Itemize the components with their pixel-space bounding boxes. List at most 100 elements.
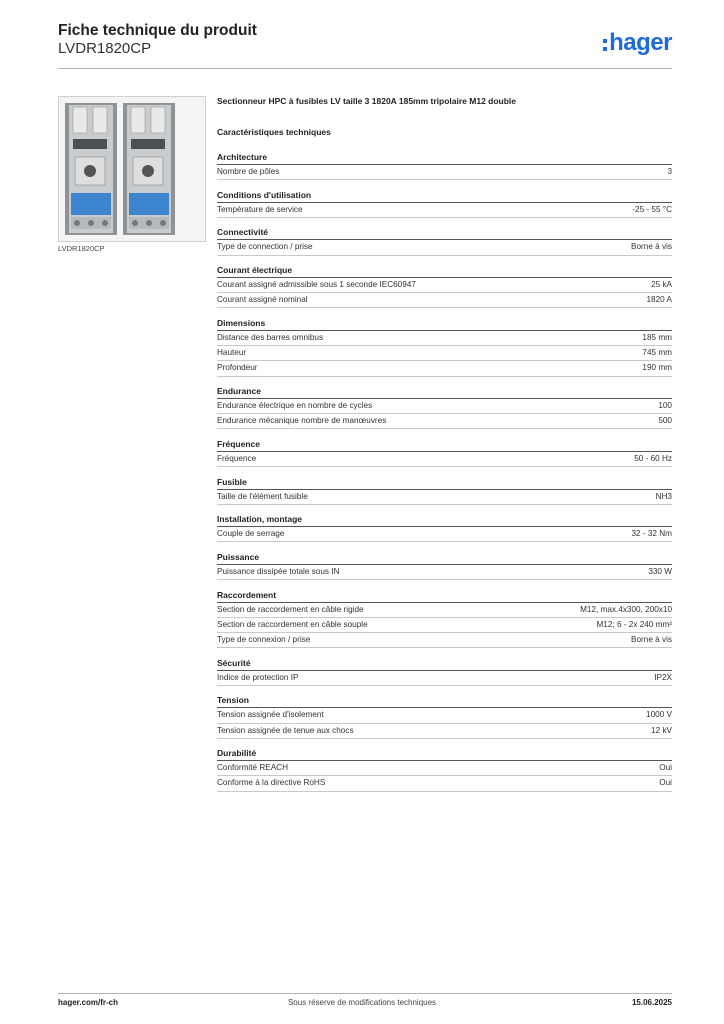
spec-label: Nombre de pôles <box>217 167 280 176</box>
spec-row: Puissance dissipée totale sous IN 330 W <box>217 565 672 581</box>
spec-value: M12; 6 - 2x 240 mm² <box>596 619 672 629</box>
spec-row: Profondeur 190 mm <box>217 361 672 377</box>
spec-row: Section de raccordement en câble rigide M… <box>217 603 672 618</box>
spec-row: Taille de l'élément fusible NH3 <box>217 490 672 505</box>
spec-row: Tension assignée d'isolement 1000 V <box>217 708 672 724</box>
section-title: Durabilité <box>217 747 672 762</box>
spec-value: Borne à vis <box>631 635 672 644</box>
spec-row: Type de connexion / prise Borne à vis <box>217 633 672 649</box>
section-title: Conditions d'utilisation <box>217 189 672 203</box>
spec-row: Type de connection / prise Borne à vis <box>217 240 672 256</box>
spec-value: IP2X <box>654 672 672 682</box>
section-title: Fréquence <box>217 438 672 452</box>
header-divider <box>58 68 672 69</box>
section-title: Sécurité <box>217 657 672 671</box>
spec-label: Température de service <box>217 204 303 214</box>
spec-value: 1000 V <box>646 710 672 720</box>
spec-label: Couple de serrage <box>217 529 285 539</box>
spec-label: Conformité REACH <box>217 763 288 773</box>
footer-notice: Sous réserve de modifications techniques <box>287 998 437 1007</box>
spec-value: -25 - 55 °C <box>632 204 672 214</box>
hager-logo[interactable]: hager <box>603 30 672 56</box>
product-description: Sectionneur HPC à fusibles LV taille 3 1… <box>217 96 517 106</box>
spec-value: 50 - 60 Hz <box>634 453 672 463</box>
spec-value: 32 - 32 Nm <box>631 529 673 539</box>
logo-text: hager <box>609 29 672 56</box>
section-title: Fusible <box>217 476 672 490</box>
spec-value: 745 mm <box>642 348 672 358</box>
spec-label: Type de connexion / prise <box>217 635 311 644</box>
section-title: Tension <box>217 694 672 709</box>
section-title: Courant électrique <box>217 264 672 279</box>
spec-row: Température de service -25 - 55 °C <box>217 203 672 218</box>
spec-label: Hauteur <box>217 348 247 358</box>
section-title: Architecture <box>217 151 672 165</box>
spec-row: Conformité REACH Oui <box>217 761 672 777</box>
spec-row: Indice de protection IP IP2X <box>217 671 672 686</box>
spec-row: Nombre de pôles 3 <box>217 165 672 181</box>
footer-divider <box>58 993 672 994</box>
spec-row: Conforme à la directive RoHS Oui <box>217 776 672 792</box>
spec-label: Fréquence <box>217 453 257 463</box>
spec-value: 3 <box>667 167 672 176</box>
spec-label: Endurance mécanique nombre de manœuvres <box>217 416 387 426</box>
spec-value: 25 kA <box>651 280 672 290</box>
spec-label: Courant assigné nominal <box>217 295 308 305</box>
spec-row: Endurance mécanique nombre de manœuvres 5… <box>217 414 672 430</box>
image-caption: LVDR1820CP <box>58 244 105 253</box>
spec-value: Oui <box>659 763 672 773</box>
section-title: Connectivité <box>217 226 672 241</box>
section-title: Installation, montage <box>217 513 672 528</box>
spec-label: Tension assignée d'isolement <box>217 710 324 720</box>
characteristics-heading: Caractéristiques techniques <box>217 127 331 137</box>
product-reference: LVDR1820CP <box>58 40 152 57</box>
spec-value: 500 <box>658 416 672 426</box>
page-title: Fiche technique du produit <box>58 22 257 39</box>
spec-label: Section de raccordement en câble rigide <box>217 604 364 614</box>
spec-row: Section de raccordement en câble souple M… <box>217 618 672 633</box>
spec-value: Borne à vis <box>631 242 672 252</box>
spec-value: 100 <box>658 401 672 410</box>
spec-row: Fréquence 50 - 60 Hz <box>217 452 672 468</box>
spec-value: 185 mm <box>642 332 672 342</box>
spec-label: Type de connection / prise <box>217 242 313 252</box>
section-title: Endurance <box>217 385 672 399</box>
spec-content: Sectionneur HPC à fusibles LV taille 3 1… <box>217 96 672 800</box>
spec-label: Courant assigné admissible sous 1 second… <box>217 280 416 290</box>
spec-row: Courant assigné nominal 1820 A <box>217 293 673 309</box>
spec-row: Courant assigné admissible sous 1 second… <box>217 278 672 294</box>
spec-row: Couple de serrage 32 - 32 Nm <box>217 527 673 543</box>
spec-value: 190 mm <box>642 363 672 373</box>
spec-label: Taille de l'élément fusible <box>217 491 308 501</box>
section-title: Puissance <box>217 551 672 565</box>
spec-value: 1820 A <box>646 295 673 305</box>
spec-label: Profondeur <box>217 363 258 373</box>
spec-label: Puissance dissipée totale sous IN <box>217 566 340 576</box>
spec-value: 330 W <box>648 566 672 576</box>
spec-value: Oui <box>659 778 672 788</box>
spec-label: Section de raccordement en câble souple <box>217 619 368 629</box>
spec-label: Indice de protection IP <box>217 672 299 682</box>
spec-value: NH3 <box>655 491 672 501</box>
spec-label: Conforme à la directive RoHS <box>217 778 326 788</box>
spec-label: Endurance électrique en nombre de cycles <box>217 401 373 410</box>
product-image <box>58 96 206 242</box>
spec-value: 12 kV <box>651 725 672 735</box>
footer-website[interactable]: hager.com/fr-ch <box>58 998 119 1007</box>
spec-row: Hauteur 745 mm <box>217 346 672 362</box>
spec-value: M12, max.4x300, 200x10 <box>580 604 672 614</box>
